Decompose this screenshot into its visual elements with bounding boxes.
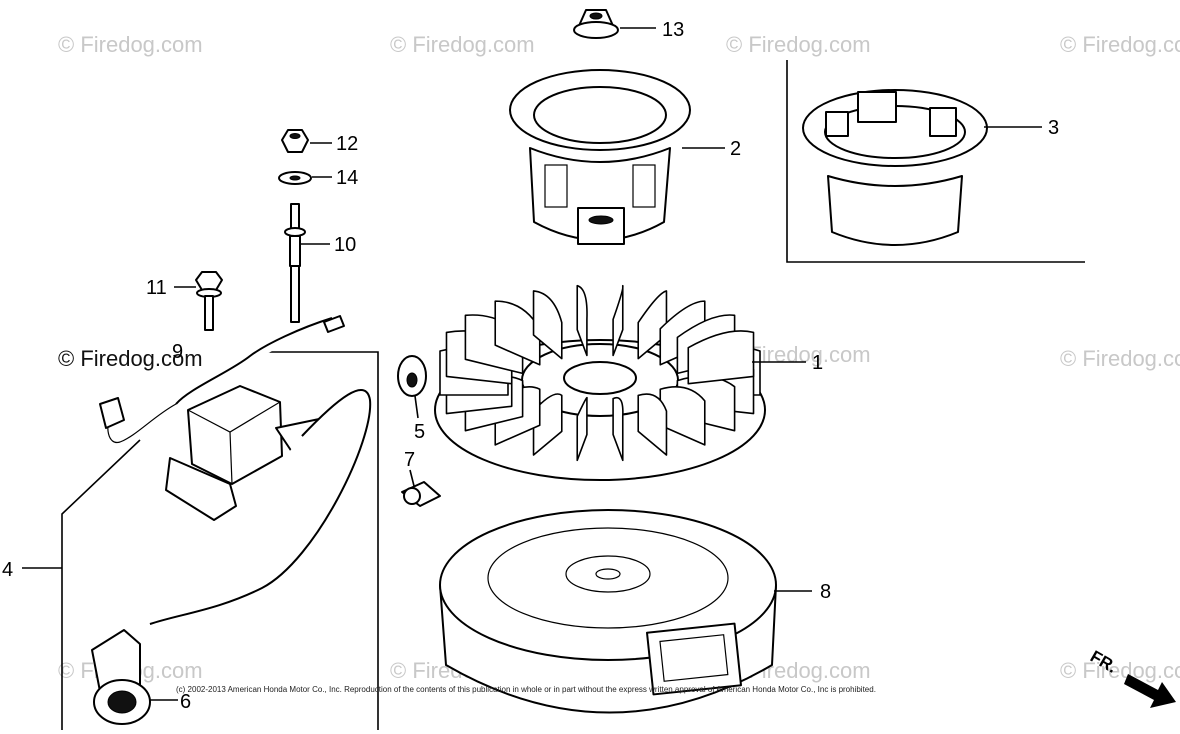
callout-6: 6: [180, 691, 191, 713]
starter-pulley-cup-alternate: [802, 89, 1042, 246]
callout-9: 9: [172, 341, 183, 363]
flywheel-fins: [439, 284, 761, 462]
flywheel-fin: [576, 284, 588, 357]
flywheel-fin: [637, 290, 668, 360]
front-arrow-icon: [1124, 674, 1176, 708]
flywheel-fin: [687, 330, 755, 385]
watermark-text: © Firedog.com: [58, 346, 203, 371]
starter-pulley-cup: [509, 69, 725, 245]
watermark-text: © Firedog.com: [1060, 658, 1180, 683]
callout-5: 5: [414, 421, 425, 443]
flywheel-nut: [573, 9, 656, 39]
ignition-coil-assembly: [99, 315, 372, 625]
option-box: [786, 60, 1085, 263]
flywheel: [434, 284, 806, 481]
spark-plug-cap: [91, 629, 178, 725]
washer: [278, 171, 332, 185]
callout-4: 4: [2, 559, 13, 581]
callout-labels: 13 2 3 12 14 10 11 9 1 5 7 4 8 6: [2, 19, 1059, 713]
callout-1: 1: [812, 352, 823, 374]
flange-nut: [281, 129, 332, 153]
flywheel-fin: [612, 396, 624, 462]
watermark-text: © Firedog.com: [58, 32, 203, 57]
callout-14: 14: [336, 167, 358, 189]
watermark-text: © Firedog.com: [1060, 32, 1180, 57]
watermark-text: © Firedog.com: [726, 32, 871, 57]
flywheel-fin: [612, 284, 624, 357]
flywheel-cover: [439, 509, 812, 714]
copyright-notice: (c) 2002-2013 American Honda Motor Co., …: [176, 685, 876, 694]
callout-12: 12: [336, 133, 358, 155]
flywheel-key: [397, 355, 427, 419]
callout-13: 13: [662, 19, 684, 41]
flywheel-fin: [532, 290, 563, 360]
callout-2: 2: [730, 138, 741, 160]
flange-bolt: [174, 271, 223, 331]
callout-11: 11: [146, 277, 167, 299]
flywheel-fin: [637, 393, 668, 456]
callout-10: 10: [334, 234, 356, 256]
callout-3: 3: [1048, 117, 1059, 139]
clip: [401, 469, 441, 507]
watermark-text: © Firedog.com: [390, 32, 535, 57]
watermark-text: © Firedog.com: [1060, 346, 1180, 371]
callout-7: 7: [404, 449, 415, 471]
coil-assembly-box: [22, 351, 379, 730]
stud-bolt: [284, 203, 330, 323]
flywheel-fin: [659, 386, 706, 446]
callout-8: 8: [820, 581, 831, 603]
flywheel-fin: [576, 396, 588, 462]
